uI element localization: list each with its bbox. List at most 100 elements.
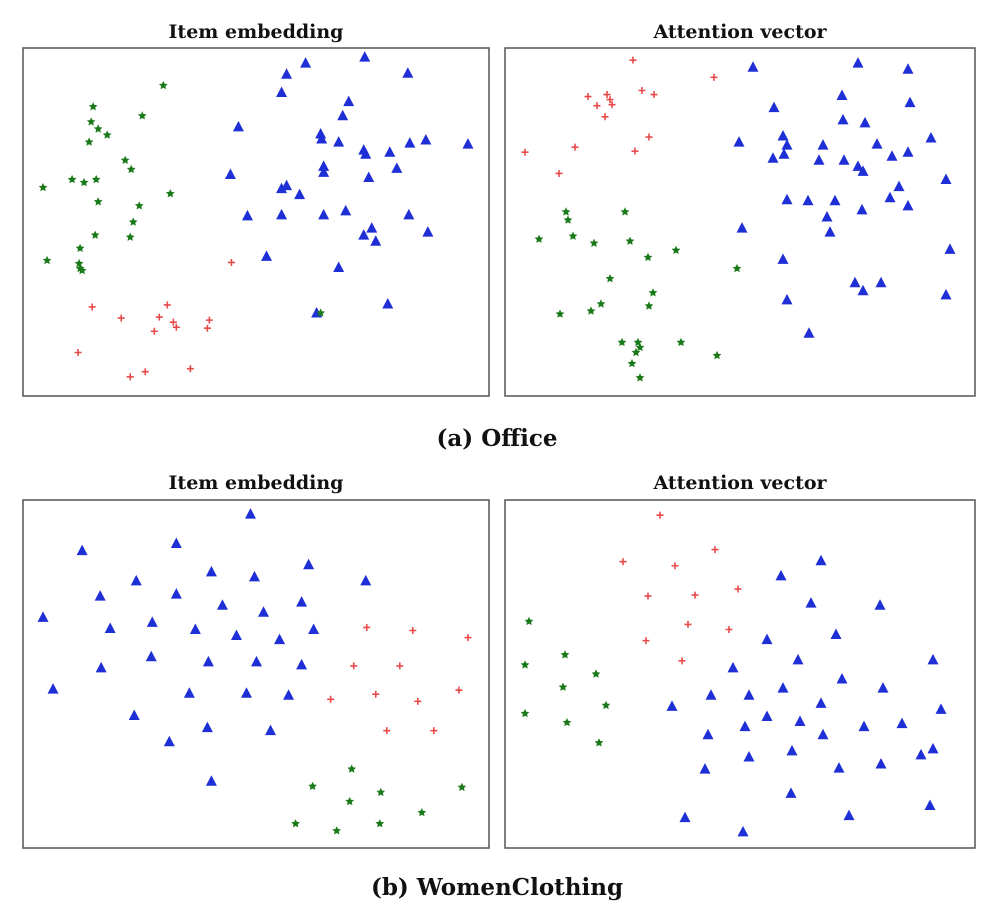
point-cross-red: [678, 657, 686, 665]
panel-title: Item embedding: [169, 472, 344, 494]
point-triangle-blue: [849, 276, 861, 288]
point-cross-red: [584, 93, 592, 101]
point-cross-red: [691, 591, 699, 599]
point-cross-red: [631, 147, 639, 155]
point-cross-red: [711, 546, 719, 554]
point-cross-red: [117, 314, 125, 322]
point-triangle-blue: [785, 787, 797, 798]
point-triangle-blue: [316, 133, 328, 144]
point-cross-red: [645, 133, 653, 141]
point-star-green: [605, 274, 615, 283]
panel-office-item-embedding: Item embedding: [22, 21, 490, 397]
point-triangle-blue: [47, 683, 59, 694]
point-triangle-blue: [836, 673, 848, 684]
point-triangle-blue: [340, 204, 352, 216]
series-red: [619, 511, 742, 665]
point-triangle-blue: [904, 96, 916, 108]
point-star-green: [90, 230, 100, 239]
point-star-green: [137, 111, 147, 120]
point-cross-red: [74, 349, 82, 356]
point-star-green: [596, 299, 606, 308]
point-triangle-blue: [852, 57, 864, 68]
point-star-green: [586, 306, 596, 315]
point-star-green: [594, 738, 604, 747]
point-star-green: [524, 616, 534, 626]
point-triangle-blue: [241, 209, 253, 221]
point-triangle-blue: [927, 742, 939, 754]
point-star-green: [534, 234, 544, 243]
point-triangle-blue: [163, 735, 175, 747]
point-triangle-blue: [205, 775, 217, 786]
point-cross-red: [606, 96, 614, 104]
point-triangle-blue: [318, 208, 330, 220]
point-triangle-blue: [875, 758, 887, 769]
point-triangle-blue: [736, 222, 748, 233]
point-triangle-blue: [296, 596, 308, 607]
point-triangle-blue: [815, 554, 827, 566]
point-cross-red: [593, 102, 601, 110]
point-triangle-blue: [248, 570, 260, 582]
point-triangle-blue: [318, 160, 330, 171]
point-cross-red: [227, 258, 235, 266]
point-star-green: [93, 124, 103, 133]
panel-title: Attention vector: [652, 472, 827, 494]
point-star-green: [165, 189, 175, 198]
caption-office: (a) Office: [437, 425, 558, 452]
point-star-green: [345, 796, 355, 806]
point-triangle-blue: [743, 689, 755, 700]
point-cross-red: [734, 585, 742, 593]
point-cross-red: [619, 558, 627, 566]
point-triangle-blue: [359, 51, 371, 62]
point-triangle-blue: [927, 653, 939, 665]
point-triangle-blue: [786, 744, 798, 756]
point-triangle-blue: [183, 687, 195, 698]
point-triangle-blue: [802, 194, 814, 206]
point-star-green: [347, 764, 357, 773]
point-triangle-blue: [300, 57, 312, 68]
point-triangle-blue: [145, 650, 157, 662]
plot-frame: [22, 47, 490, 397]
point-triangle-blue: [781, 139, 793, 150]
point-star-green: [125, 232, 135, 241]
point-triangle-blue: [343, 95, 355, 107]
point-triangle-blue: [794, 715, 806, 727]
point-triangle-blue: [875, 276, 887, 288]
point-triangle-blue: [360, 148, 372, 159]
point-triangle-blue: [370, 235, 382, 246]
point-triangle-blue: [308, 623, 320, 634]
point-triangle-blue: [201, 721, 213, 733]
point-star-green: [91, 174, 101, 184]
caption-womenclothing: (b) WomenClothing: [371, 874, 623, 901]
point-star-green: [561, 207, 571, 216]
point-triangle-blue: [360, 574, 372, 586]
point-cross-red: [409, 627, 417, 634]
point-triangle-blue: [940, 288, 952, 300]
point-triangle-blue: [935, 703, 947, 714]
point-triangle-blue: [874, 599, 886, 610]
point-triangle-blue: [924, 799, 936, 811]
point-star-green: [520, 660, 530, 669]
point-star-green: [555, 309, 565, 318]
point-triangle-blue: [283, 689, 295, 700]
point-cross-red: [414, 697, 422, 705]
panel-office-attention-vector: Attention vector: [504, 21, 976, 397]
point-triangle-blue: [76, 544, 88, 556]
point-triangle-blue: [777, 253, 789, 264]
point-triangle-blue: [276, 86, 288, 98]
point-triangle-blue: [821, 210, 833, 222]
point-triangle-blue: [130, 574, 142, 586]
point-triangle-blue: [384, 146, 396, 157]
point-triangle-blue: [739, 720, 751, 732]
point-cross-red: [327, 695, 335, 703]
point-triangle-blue: [230, 629, 242, 641]
point-triangle-blue: [702, 728, 714, 740]
point-triangle-blue: [94, 590, 106, 601]
point-cross-red: [710, 73, 718, 81]
point-triangle-blue: [276, 208, 288, 220]
point-triangle-blue: [856, 203, 868, 215]
point-triangle-blue: [902, 199, 914, 211]
point-triangle-blue: [146, 616, 158, 627]
series-green: [534, 207, 742, 382]
series-blue: [733, 57, 956, 338]
point-triangle-blue: [737, 825, 749, 837]
